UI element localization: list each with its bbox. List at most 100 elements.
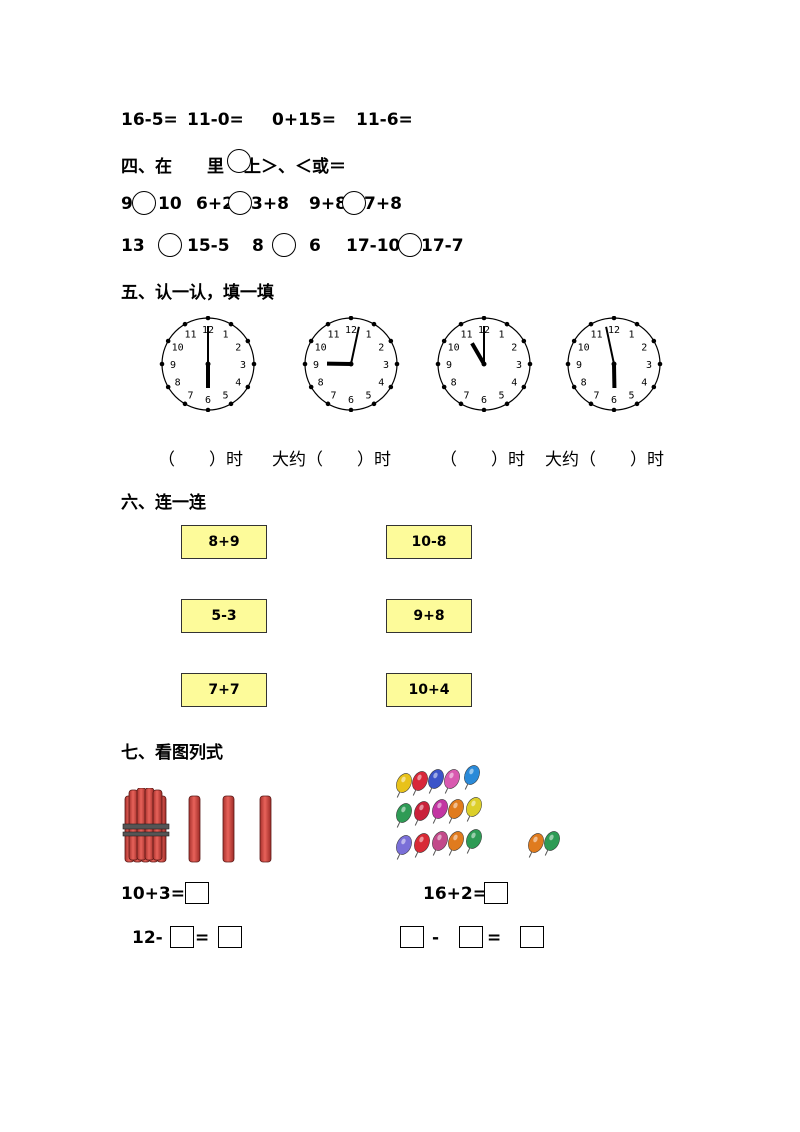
clock-tick <box>588 321 594 327</box>
match-right-3-label: 10+4 <box>408 682 450 698</box>
match-left-3[interactable]: 7+7 <box>181 673 267 707</box>
clock-number: 7 <box>187 390 193 401</box>
clock-number: 1 <box>222 330 228 341</box>
hour-hand <box>470 342 486 366</box>
clock-tick <box>634 401 640 407</box>
section6-title: 六、连一连 <box>121 493 206 513</box>
compare-6-right: 17-7 <box>421 236 464 256</box>
compare-4-circle[interactable] <box>158 233 182 257</box>
clock-tick <box>165 384 171 390</box>
clock-tick <box>308 384 314 390</box>
clock-number: 2 <box>511 343 517 354</box>
clock-number: 1 <box>365 330 371 341</box>
clock-number: 1 <box>628 330 634 341</box>
balloon <box>396 803 412 828</box>
clock-number: 8 <box>175 378 181 389</box>
clock-tick <box>657 361 663 367</box>
match-left-2[interactable]: 5-3 <box>181 599 267 633</box>
clock-answer-2[interactable]: 大约（ ）时 <box>272 450 391 470</box>
balloon <box>432 799 448 824</box>
clock-tick <box>228 321 234 327</box>
exercise-1: 16-5= <box>121 110 178 130</box>
clock-tick <box>588 401 594 407</box>
answer-box-5[interactable] <box>400 926 424 948</box>
clock-number: 9 <box>313 360 319 371</box>
clock-tick <box>458 401 464 407</box>
clock-tick <box>481 316 487 321</box>
compare-3-circle[interactable] <box>342 191 366 215</box>
compare-6-circle[interactable] <box>398 233 422 257</box>
clock-number: 7 <box>330 390 336 401</box>
clock-tick <box>394 361 400 367</box>
match-left-1[interactable]: 8+9 <box>181 525 267 559</box>
clock-number: 10 <box>172 343 184 354</box>
answer-box-3[interactable] <box>218 926 242 948</box>
answer-box-2[interactable] <box>170 926 194 948</box>
compare-4-left: 13 <box>121 236 145 256</box>
clock-center <box>348 361 354 367</box>
exercise-3: 0+15= <box>272 110 336 130</box>
clock-tick <box>251 361 257 367</box>
clock-tick <box>571 384 577 390</box>
clock-number: 1 <box>498 330 504 341</box>
answer-box-7[interactable] <box>520 926 544 948</box>
clock-number: 2 <box>378 343 384 354</box>
minute-hand <box>350 326 360 365</box>
clock-answer-3[interactable]: （ ）时 <box>440 450 525 470</box>
compare-5-circle[interactable] <box>272 233 296 257</box>
clock-tick <box>504 321 510 327</box>
balloon <box>448 799 464 824</box>
compare-2-circle[interactable] <box>228 191 252 215</box>
answer-box-4[interactable] <box>484 882 508 904</box>
clock-tick <box>205 316 211 321</box>
clock-number: 10 <box>315 343 327 354</box>
match-right-1-label: 10-8 <box>411 534 447 550</box>
match-right-2[interactable]: 9+8 <box>386 599 472 633</box>
minute-hand <box>605 326 615 365</box>
clock-number: 5 <box>498 390 504 401</box>
balloon <box>466 797 482 822</box>
balloon <box>528 833 544 858</box>
clock-number: 10 <box>448 343 460 354</box>
match-left-1-label: 8+9 <box>208 534 240 550</box>
clock-tick <box>182 321 188 327</box>
answer-box-1[interactable] <box>185 882 209 904</box>
match-right-3[interactable]: 10+4 <box>386 673 472 707</box>
clock-tick <box>159 361 165 367</box>
clock-tick <box>388 338 394 344</box>
clock-number: 10 <box>578 343 590 354</box>
clock-tick <box>371 401 377 407</box>
clock-tick <box>441 384 447 390</box>
match-right-1[interactable]: 10-8 <box>386 525 472 559</box>
compare-1-circle[interactable] <box>132 191 156 215</box>
balloon <box>544 831 560 856</box>
clock-number: 9 <box>446 360 452 371</box>
clock-tick <box>205 407 211 412</box>
left-equation-2-a: 12- <box>132 928 163 948</box>
clock-number: 5 <box>628 390 634 401</box>
right-equation-1: 16+2= <box>423 884 487 904</box>
section4-title-mid: 里 <box>207 157 224 177</box>
clock-number: 3 <box>646 360 652 371</box>
balloon <box>396 773 412 798</box>
clock-answer-4[interactable]: 大约（ ）时 <box>545 450 664 470</box>
clock-tick <box>245 384 251 390</box>
answer-box-6[interactable] <box>459 926 483 948</box>
clock-tick <box>481 407 487 412</box>
clock-number: 4 <box>641 378 647 389</box>
clock-number: 6 <box>348 395 354 406</box>
clock-tick <box>634 321 640 327</box>
clock-center <box>205 361 211 367</box>
clock-number: 11 <box>327 330 339 341</box>
clock-answer-1[interactable]: （ ）时 <box>158 450 243 470</box>
clock-tick <box>435 361 441 367</box>
clock-tick <box>571 338 577 344</box>
clock-center <box>611 361 617 367</box>
clock-number: 3 <box>240 360 246 371</box>
clock-tick <box>182 401 188 407</box>
clock-number: 9 <box>576 360 582 371</box>
section4-title-prefix: 四、在 <box>121 157 172 177</box>
